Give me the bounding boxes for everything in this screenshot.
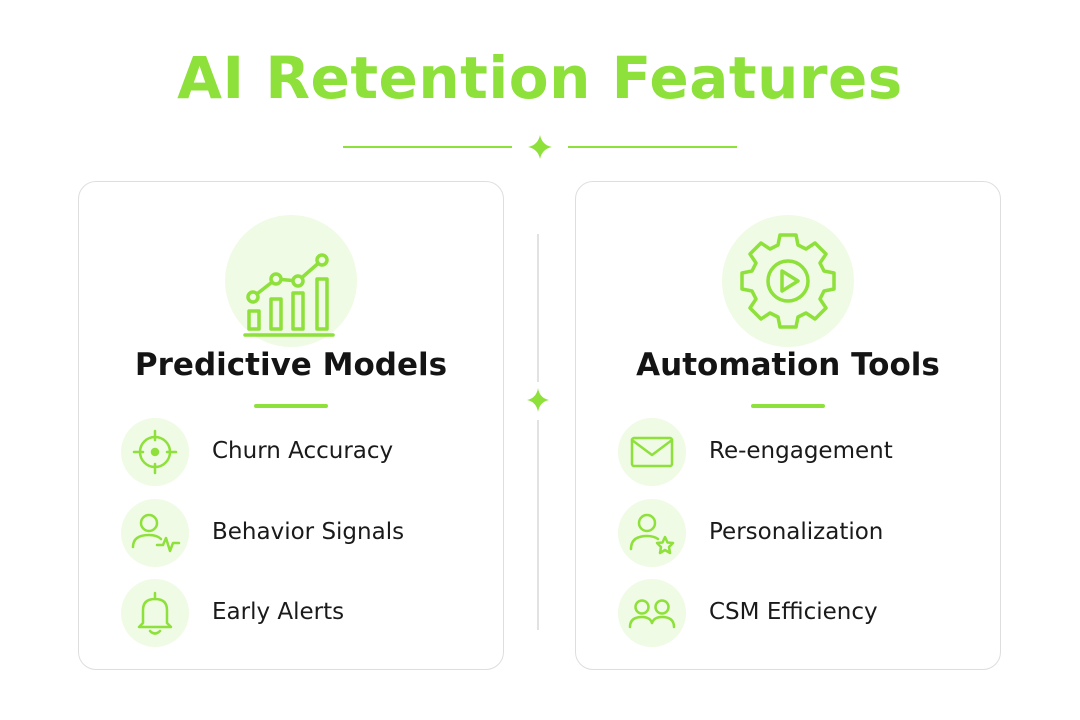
feature-item-personalization: Personalization bbox=[618, 499, 978, 569]
gear-play-icon bbox=[722, 215, 854, 347]
user-star-icon bbox=[618, 499, 686, 567]
sparkle-icon bbox=[527, 388, 549, 412]
growth-chart-icon bbox=[225, 215, 357, 347]
feature-label: Re-engagement bbox=[709, 438, 893, 464]
page-title: AI Retention Features bbox=[177, 44, 903, 112]
feature-label: Behavior Signals bbox=[212, 519, 405, 545]
panel-title: Predictive Models bbox=[134, 347, 448, 383]
envelope-icon bbox=[618, 418, 686, 486]
panel-underline bbox=[254, 404, 328, 408]
feature-label: Early Alerts bbox=[212, 599, 345, 625]
feature-item-churn-accuracy: Churn Accuracy bbox=[121, 418, 481, 488]
title-divider bbox=[343, 135, 737, 159]
panel-underline bbox=[751, 404, 825, 408]
automation-tools-card: Automation Tools Re-engagement Personali… bbox=[575, 181, 1001, 670]
feature-item-re-engagement: Re-engagement bbox=[618, 418, 978, 488]
feature-label: Personalization bbox=[709, 519, 884, 545]
predictive-models-card: Predictive Models Churn Accuracy Behavio… bbox=[78, 181, 504, 670]
team-icon bbox=[618, 579, 686, 647]
target-icon bbox=[121, 418, 189, 486]
feature-item-behavior-signals: Behavior Signals bbox=[121, 499, 481, 569]
user-pulse-icon bbox=[121, 499, 189, 567]
feature-item-csm-efficiency: CSM Efficiency bbox=[618, 579, 978, 649]
bell-icon bbox=[121, 579, 189, 647]
feature-label: CSM Efficiency bbox=[709, 599, 878, 625]
feature-item-early-alerts: Early Alerts bbox=[121, 579, 481, 649]
feature-label: Churn Accuracy bbox=[212, 438, 394, 464]
panel-title: Automation Tools bbox=[636, 347, 940, 383]
sparkle-icon bbox=[528, 135, 552, 159]
center-divider bbox=[527, 234, 549, 630]
